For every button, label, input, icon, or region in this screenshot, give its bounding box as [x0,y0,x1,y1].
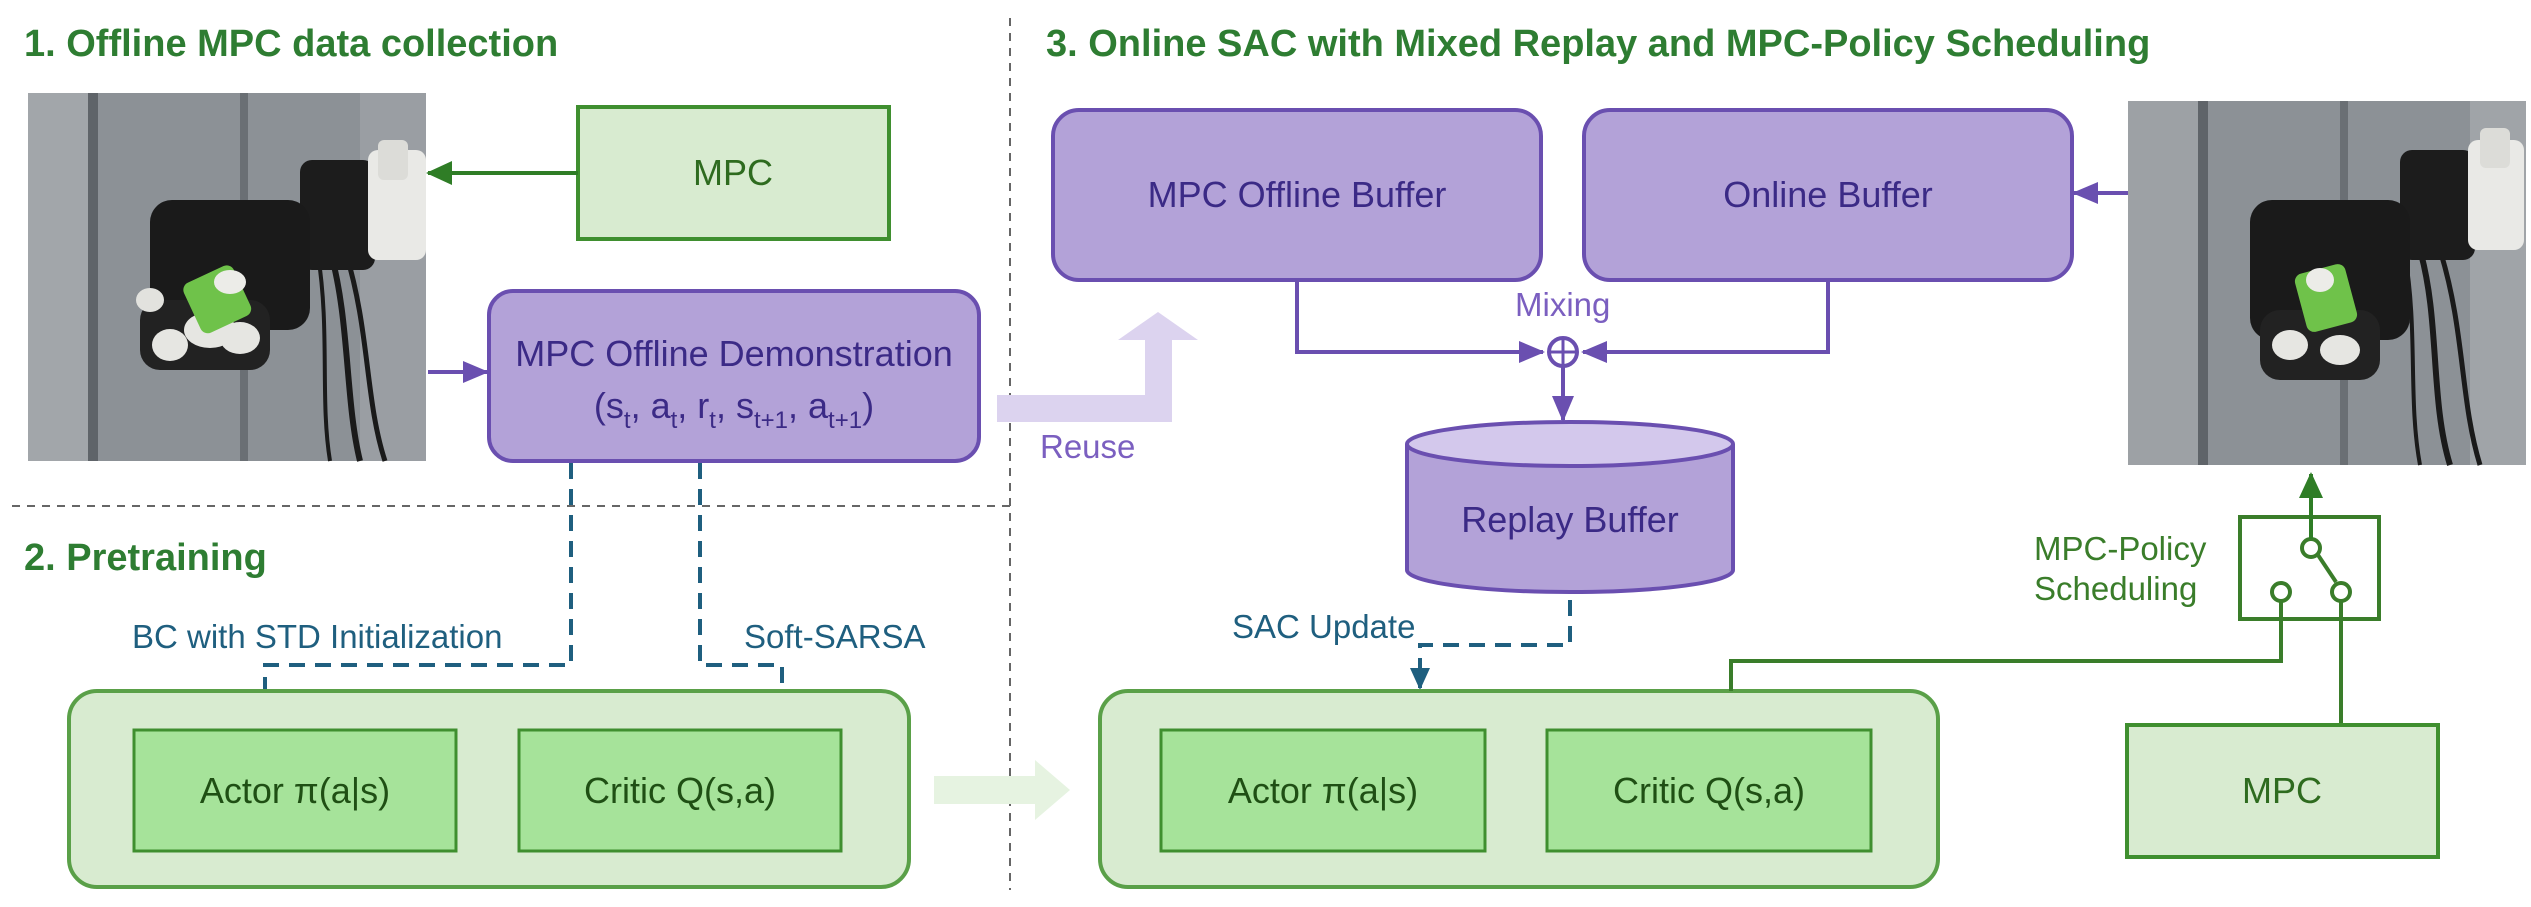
offline-section-title: 1. Offline MPC data collection [24,23,558,65]
scheduling-label-line2: Scheduling [2034,570,2197,607]
mpc-offline-buffer-box [1051,108,1543,282]
tuple-r: , r [677,385,709,426]
pretrain-critic-label: Critic Q(s,a) [584,770,776,811]
soft-sarsa-dashed-arrow [698,463,792,729]
mpc-offline-buffer-label: MPC Offline Buffer [1148,174,1447,215]
tuple-s2: , s [716,385,754,426]
pretrain-actor-label: Actor π(a|s) [200,770,390,811]
mpc-offline-demonstration-box [487,289,981,463]
switch-lever [2316,553,2338,584]
switch-left-contact [2270,581,2292,603]
bc-dashed-arrow [255,463,573,729]
online-actor-label: Actor π(a|s) [1228,770,1418,811]
demonstration-tuple: (st, at, rt, st+1, at+1) [594,385,874,434]
mpc-box-offline-label: MPC [693,152,773,193]
replay-buffer-label: Replay Buffer [1461,499,1678,540]
soft-sarsa-label: Soft-SARSA [744,618,926,655]
sac-update-label: SAC Update [1232,608,1415,645]
online-buffer-label: Online Buffer [1723,174,1932,215]
online-section-title: 3. Online SAC with Mixed Replay and MPC-… [1046,23,2150,65]
tuple-s-sub: t [624,407,631,434]
switch-right-contact [2330,581,2352,603]
pretrain-critic-box [517,728,843,853]
mpc-box-online [2125,723,2440,859]
demonstration-title: MPC Offline Demonstration [515,333,953,374]
tuple-a: , a [631,385,672,426]
robot-hand-photo-left [28,93,426,462]
tuple-a2: , a [788,385,829,426]
sac-update-dashed-arrow [1410,600,1572,690]
tuple-a2-sub: t+1 [828,407,862,434]
reuse-label: Reuse [1040,428,1135,465]
online-buffer-to-mixer [1581,282,1830,363]
replay-buffer-cylinder [1405,420,1735,594]
pretrain-to-online-arrow [934,760,1070,820]
switch-top-contact [2300,537,2322,559]
online-actor-box [1159,728,1487,853]
tuple-s2-sub: t+1 [754,407,788,434]
tuple-a-sub: t [671,407,678,434]
tuple-r-sub: t [709,407,716,434]
tuple-open: (s [594,385,624,426]
offline-buffer-to-mixer [1295,282,1545,363]
tuple-close: ) [862,385,874,426]
mpc-box-offline [576,105,891,241]
robot-hand-photo-right [2128,101,2526,466]
mixing-label: Mixing [1515,286,1610,323]
policy-to-switch-line [1729,601,2283,691]
mpc-box-online-label: MPC [2242,770,2322,811]
reuse-arrow [997,312,1198,422]
scheduling-label-line1: MPC-Policy [2034,530,2207,567]
online-critic-box [1545,728,1873,853]
pretrain-actor-box [132,728,458,853]
online-critic-label: Critic Q(s,a) [1613,770,1805,811]
bc-label: BC with STD Initialization [132,618,502,655]
pretraining-section-title: 2. Pretraining [24,537,267,579]
